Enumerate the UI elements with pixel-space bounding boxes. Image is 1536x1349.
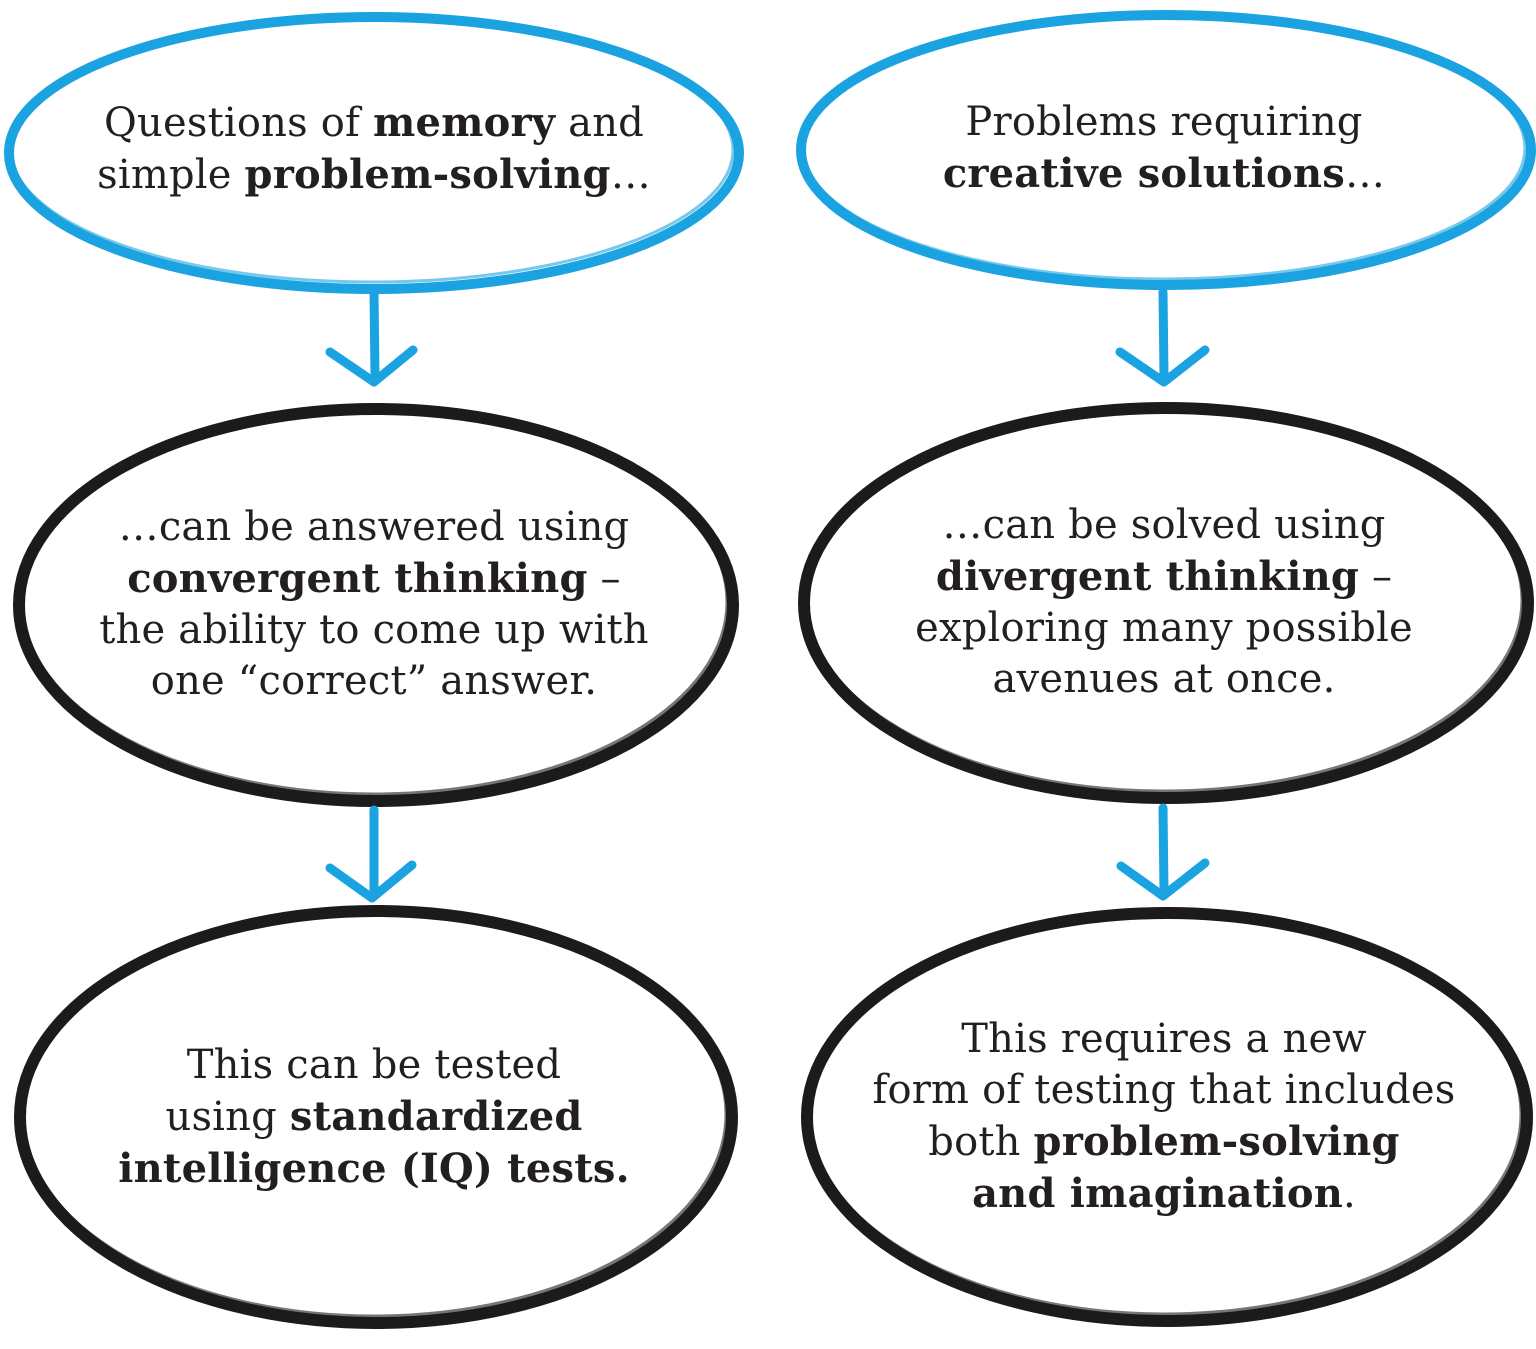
node-right-bottom-ellipse [801,907,1533,1327]
node-left-top-text: Questions of memory and simple problem-s… [74,97,674,201]
bold-keyword-iq-tests: intelligence (IQ) tests. [118,1145,630,1192]
node-right-top-ellipse [796,10,1536,290]
node-left-mid-line1: …can be answered using [74,502,674,553]
text-span: Questions of [104,100,373,146]
text-span: form of testing that includes [872,1067,1456,1113]
bold-keyword-convergent-thinking: convergent thinking [127,555,588,602]
node-right-bottom-line3: both problem-solving [864,1116,1464,1168]
bold-keyword-creative-solutions: creative solutions [942,150,1345,197]
text-span: avenues at once. [992,656,1336,702]
node-left-mid-line4: one “correct” answer. [74,656,674,707]
node-left-top-line1: Questions of memory and [74,97,674,149]
text-span: …can be answered using [118,504,630,550]
text-span: exploring many possible [915,605,1413,651]
node-right-mid-ellipse [798,402,1534,804]
arrow-left-top-to-mid [325,287,418,387]
node-right-bottom-line4: and imagination. [864,1168,1464,1220]
node-right-top-line1: Problems requiring [864,97,1464,148]
text-span: Problems requiring [965,99,1363,145]
node-right-bottom-text: This requires a new form of testing that… [864,1014,1464,1220]
text-span: …can be solved using [942,502,1386,548]
arrow-right-mid-to-bottom [1116,803,1210,901]
text-span: This can be tested [186,1042,562,1088]
bold-keyword-problem-solving: problem-solving [1033,1118,1400,1165]
text-span: and [555,100,644,146]
text-span: one “correct” answer. [150,658,598,704]
node-right-bottom-line2: form of testing that includes [864,1065,1464,1116]
node-left-bottom-line1: This can be tested [74,1040,674,1091]
node-left-mid-ellipse [13,403,739,807]
text-span: simple [97,152,245,198]
node-left-bottom-ellipse [14,905,738,1329]
arrow-right-top-to-mid [1115,287,1210,387]
text-span: … [610,152,651,198]
node-left-bottom-line2: using standardized [74,1091,674,1143]
node-left-mid-text: …can be answered using convergent thinki… [74,502,674,707]
node-right-bottom-line1: This requires a new [864,1014,1464,1065]
bold-keyword-problem-solving: problem-solving [244,151,611,198]
text-span: … [1344,151,1386,197]
bold-keyword-standardized: standardized [289,1093,583,1140]
bold-keyword-divergent-thinking: divergent thinking [935,553,1360,600]
node-right-mid-line3: exploring many possible [864,603,1464,654]
text-span: both [928,1119,1034,1165]
node-left-bottom-line3: intelligence (IQ) tests. [74,1143,674,1195]
text-span: the ability to come up with [99,607,649,653]
arrow-left-mid-to-bottom [325,805,417,903]
node-left-mid-line3: the ability to come up with [74,605,674,656]
node-left-mid-line2: convergent thinking – [74,553,674,605]
node-right-top-text: Problems requiring creative solutions… [864,97,1464,200]
node-right-mid-text: …can be solved using divergent thinking … [864,500,1464,705]
node-right-top-line2: creative solutions… [864,148,1464,200]
text-span: – [1359,554,1393,600]
text-span: using [165,1094,290,1140]
bold-keyword-memory: memory [372,99,556,146]
node-left-bottom-text: This can be tested using standardized in… [74,1040,674,1195]
node-right-mid-line1: …can be solved using [864,500,1464,551]
bold-keyword-imagination: and imagination [972,1170,1343,1217]
node-right-mid-line2: divergent thinking – [864,551,1464,603]
node-right-mid-line4: avenues at once. [864,654,1464,705]
text-span: This requires a new [961,1016,1367,1062]
text-span: – [587,556,621,602]
node-left-top-line2: simple problem-solving… [74,149,674,201]
text-span: . [1343,1171,1356,1217]
